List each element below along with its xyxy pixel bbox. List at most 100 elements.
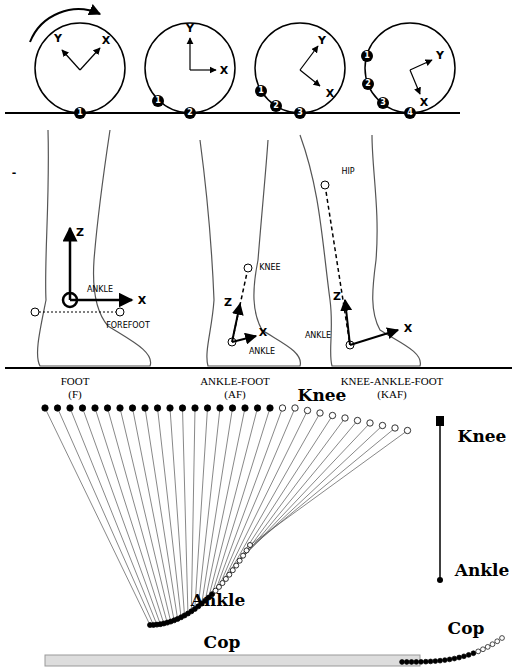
caption-text: ANKLE-FOOT <box>200 376 270 387</box>
trace-mark <box>212 408 270 594</box>
trace-mark <box>117 405 123 411</box>
part-label: HIP <box>341 168 354 176</box>
callout-number: 1 <box>258 87 264 95</box>
trace-mark <box>226 413 320 579</box>
part-label: Knee <box>458 428 507 445</box>
trace-mark <box>219 408 295 587</box>
caption-text: (AF) <box>224 389 245 400</box>
trace-mark <box>317 410 323 416</box>
callout-number: 1 <box>155 97 161 105</box>
trace-mark <box>404 427 410 433</box>
trace-mark <box>229 405 235 411</box>
trace-mark <box>247 428 395 550</box>
trace-mark <box>222 411 307 584</box>
trace-mark <box>217 405 223 411</box>
trace-mark <box>457 655 462 660</box>
trace-mark <box>192 405 198 411</box>
part-label: ANKLE <box>87 286 113 294</box>
trace-mark <box>223 576 228 581</box>
callout-number: 2 <box>187 109 193 117</box>
trace-mark <box>419 659 424 664</box>
trace-mark <box>83 408 161 624</box>
part-label: X <box>404 323 412 334</box>
part-label: X <box>326 88 334 99</box>
trace-mark <box>500 636 505 641</box>
trace-mark <box>108 408 168 623</box>
part-label: Z <box>333 291 341 302</box>
trace-mark <box>354 417 360 423</box>
trace-mark <box>466 652 471 657</box>
trace-mark <box>329 412 335 418</box>
trace-mark <box>120 408 171 622</box>
trace-mark <box>209 408 258 598</box>
callout-number: 4 <box>407 109 413 117</box>
trace-mark <box>476 649 481 654</box>
trace-mark <box>428 659 433 664</box>
trace-mark <box>167 405 173 411</box>
trace-mark <box>133 408 175 620</box>
trace-mark <box>227 572 232 577</box>
part-label: X <box>220 65 228 76</box>
trace-mark <box>42 405 48 411</box>
part-label: - <box>12 167 17 178</box>
trace-mark <box>367 420 373 426</box>
trace-mark <box>423 659 428 664</box>
trace-mark <box>241 553 246 558</box>
callout-number: 3 <box>380 99 386 107</box>
trace-mark <box>404 660 409 665</box>
trace-mark <box>104 405 110 411</box>
part-label: KNEE <box>259 264 280 272</box>
part-label: ANKLE <box>305 332 331 340</box>
trace-mark <box>481 647 486 652</box>
part-label: Cop <box>204 634 241 651</box>
part-label: X <box>259 327 267 338</box>
trace-mark <box>409 660 414 665</box>
trace-mark <box>292 405 298 411</box>
trace-mark <box>170 408 184 615</box>
callout-number: 1 <box>77 109 83 117</box>
trace-mark <box>67 405 73 411</box>
trace-mark <box>191 408 195 611</box>
trace-mark <box>392 425 398 431</box>
trace-mark <box>179 405 185 411</box>
part-label: FOREFOOT <box>106 322 150 330</box>
caption-text: (F) <box>68 389 81 400</box>
trace-mark <box>233 418 345 570</box>
trace-mark <box>242 405 248 411</box>
trace-mark <box>414 660 419 665</box>
trace-mark <box>45 408 150 625</box>
part-label: Ankle <box>191 592 246 609</box>
trace-mark <box>490 642 495 647</box>
trace-mark <box>267 405 273 411</box>
callout-number: 2 <box>273 102 279 110</box>
part-label: Y <box>54 33 62 44</box>
part-label: X <box>138 295 146 306</box>
trace-mark <box>447 657 452 662</box>
trace-mark <box>237 558 242 563</box>
callout-number: 1 <box>364 52 370 60</box>
trace-mark <box>254 405 260 411</box>
part-label: Knee <box>298 387 347 404</box>
trace-mark <box>230 568 235 573</box>
part-label: Y <box>436 50 444 61</box>
trace-mark <box>54 405 60 411</box>
caption-text: KNEE-ANKLE-FOOT <box>341 376 444 387</box>
trace-mark <box>400 660 405 665</box>
part-label: Z <box>76 227 84 238</box>
part-label: Z <box>224 297 232 308</box>
trace-mark <box>304 407 310 413</box>
caption-text: (KAF) <box>377 389 406 400</box>
trace-mark <box>462 654 467 659</box>
callout-number: 3 <box>297 109 303 117</box>
trace-mark <box>244 548 249 553</box>
trace-mark <box>204 405 210 411</box>
trace-mark <box>485 644 490 649</box>
trace-mark <box>452 656 457 661</box>
trace-mark <box>216 408 283 591</box>
part-label: ANKLE <box>249 348 275 356</box>
trace-mark <box>342 415 348 421</box>
trace-mark <box>495 639 500 644</box>
trace-mark <box>279 405 285 411</box>
trace-mark <box>142 405 148 411</box>
trace-mark <box>433 659 438 664</box>
